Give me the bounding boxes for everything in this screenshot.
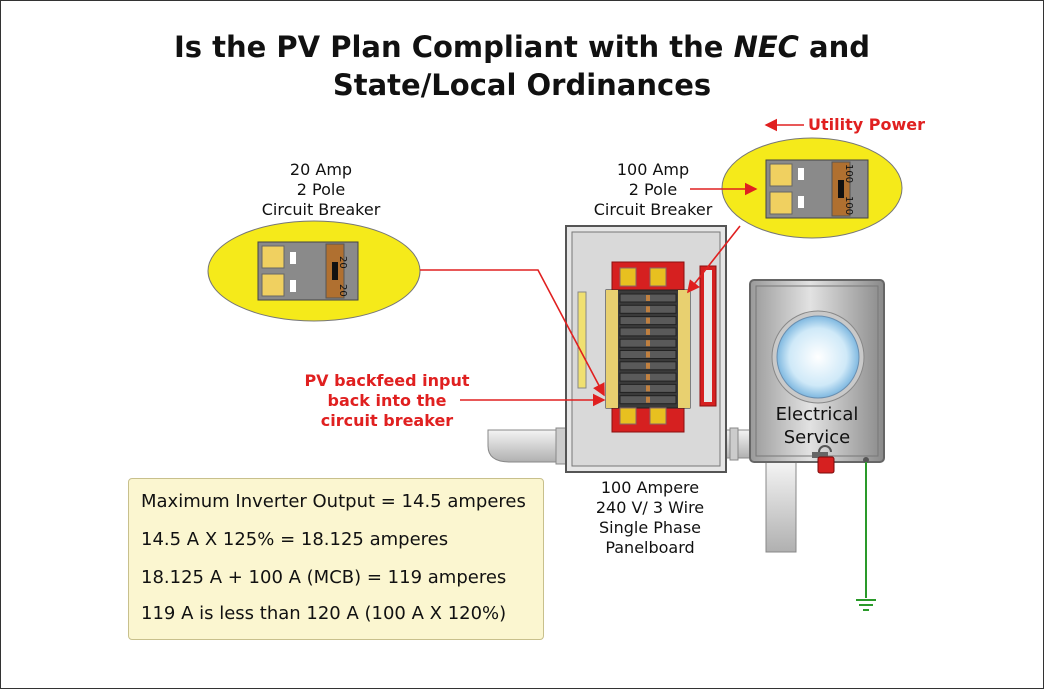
utility-power-label: Utility Power (808, 115, 925, 134)
calc-line-4: 119 A is less than 120 A (100 A X 120%) (141, 603, 507, 624)
breaker-20-tag-bottom: 20 (337, 284, 348, 297)
calc-line-2: 14.5 A X 125% = 18.125 amperes (141, 529, 449, 550)
breaker-rows (619, 293, 677, 405)
title-line-2: State/Local Ordinances (332, 68, 712, 102)
breaker-20-tag-top: 20 (337, 256, 348, 269)
callout-100amp-breaker (721, 137, 903, 239)
calc-line-1: Maximum Inverter Output = 14.5 amperes (141, 491, 526, 512)
breaker-handle (646, 317, 650, 324)
breaker-handle (646, 396, 650, 403)
conduit-left (487, 427, 567, 465)
callout-20amp-breaker (207, 220, 421, 322)
calculation-box: Maximum Inverter Output = 14.5 amperes 1… (128, 478, 544, 640)
breaker-handle (646, 328, 650, 335)
breaker-handle (646, 306, 650, 313)
electrical-service-meter (749, 279, 885, 474)
breaker-100-tag-bottom: 100 (843, 196, 854, 215)
panelboard (565, 225, 727, 473)
ground-wire (856, 462, 876, 611)
arrows (420, 118, 804, 407)
breaker-100-tag-top: 100 (843, 164, 854, 183)
conduit-down (765, 461, 797, 553)
calc-line-3: 18.125 A + 100 A (MCB) = 119 amperes (141, 567, 507, 588)
breaker-handle (646, 385, 650, 392)
breaker-handle (646, 295, 650, 301)
title-line-1: Is the PV Plan Compliant with the NEC an… (173, 30, 871, 64)
breaker-handle (646, 362, 650, 369)
breaker-handle (646, 340, 650, 347)
breaker-handle (646, 351, 650, 358)
breaker-handle (646, 374, 650, 381)
